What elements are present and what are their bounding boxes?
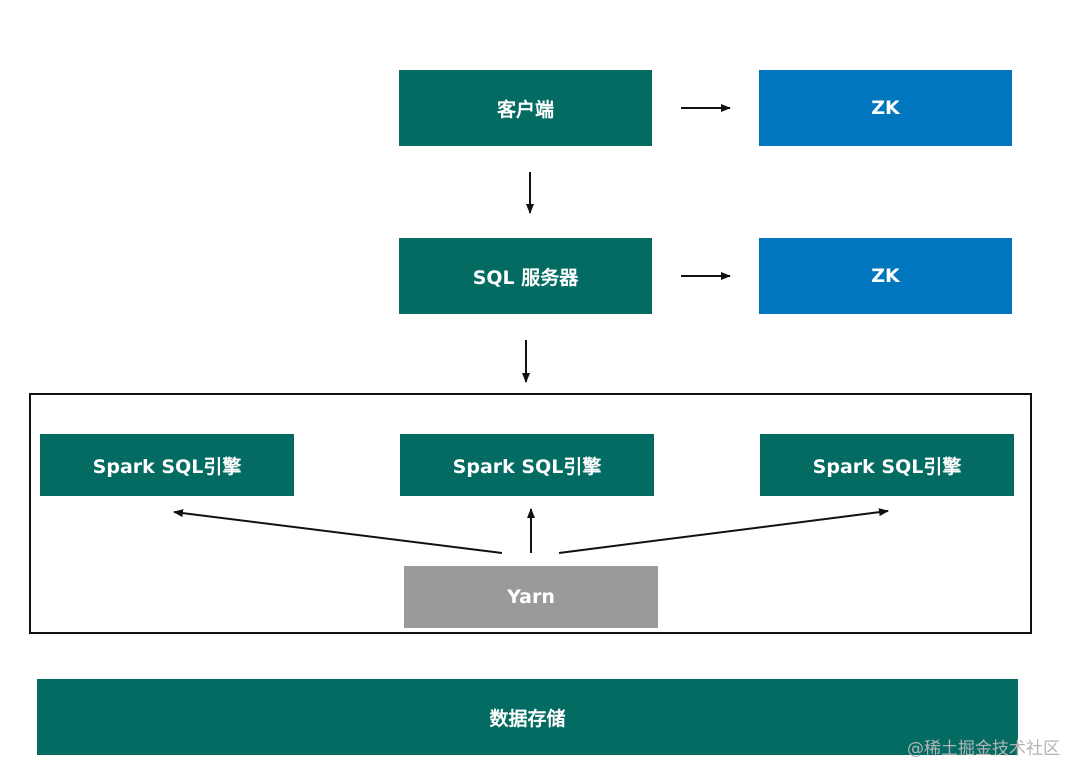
spark-engine-right: Spark SQL引擎 — [760, 434, 1014, 496]
data-storage-node: 数据存储 — [37, 679, 1018, 755]
zk-top-label: ZK — [871, 97, 900, 119]
yarn-node: Yarn — [404, 566, 658, 628]
zk-node-middle: ZK — [759, 238, 1012, 314]
zk-node-top: ZK — [759, 70, 1012, 146]
client-node: 客户端 — [399, 70, 652, 146]
client-label: 客户端 — [496, 98, 554, 121]
yarn-label: Yarn — [507, 586, 555, 608]
spark-engine-center-label: Spark SQL引擎 — [452, 455, 602, 478]
spark-engine-center: Spark SQL引擎 — [400, 434, 654, 496]
zk-middle-label: ZK — [871, 265, 900, 287]
spark-engine-right-label: Spark SQL引擎 — [812, 455, 962, 478]
sql-server-node: SQL 服务器 — [399, 238, 652, 314]
watermark-text: @稀土掘金技术社区 — [907, 739, 1060, 759]
data-storage-label: 数据存储 — [489, 707, 566, 730]
spark-engine-left-label: Spark SQL引擎 — [92, 455, 242, 478]
sql-server-label: SQL 服务器 — [472, 266, 579, 289]
spark-engine-left: Spark SQL引擎 — [40, 434, 294, 496]
engine-group-container — [29, 393, 1032, 634]
